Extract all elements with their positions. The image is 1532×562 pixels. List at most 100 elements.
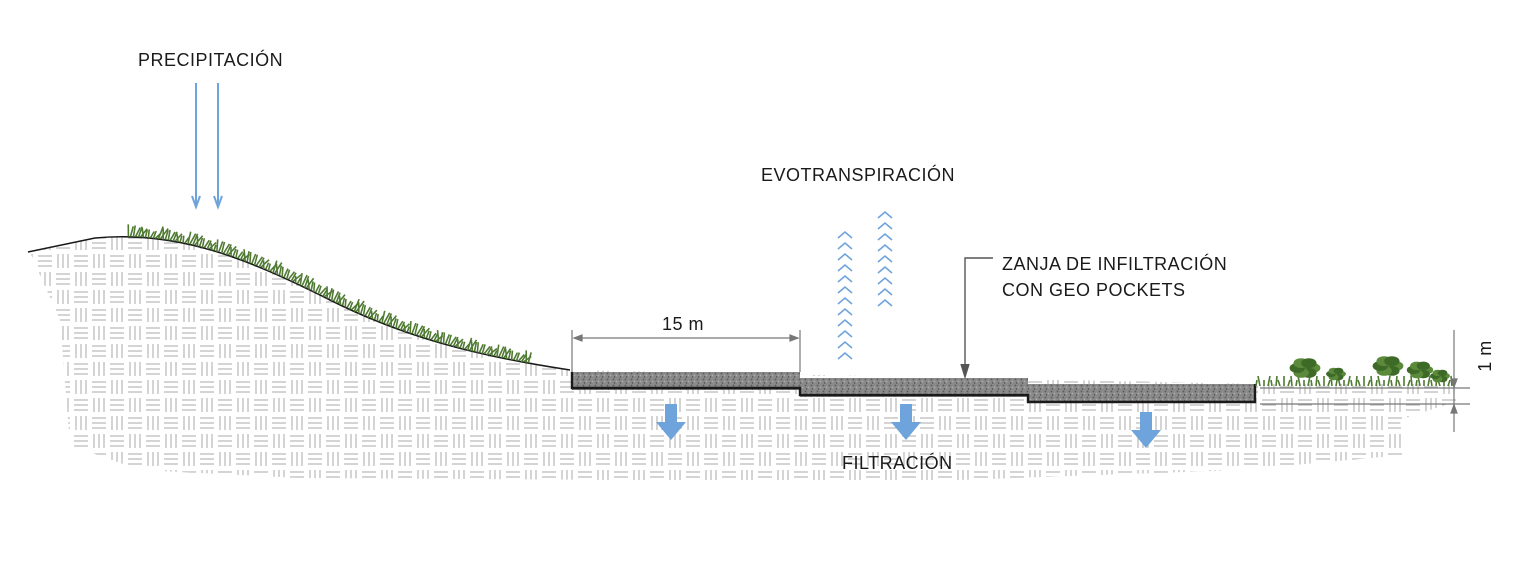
grass-blade [504, 348, 512, 360]
grass-blade [326, 286, 333, 299]
grass-blade [390, 316, 397, 328]
grass-blade [1355, 375, 1358, 387]
grass-blade [1427, 375, 1431, 387]
soil-mass [30, 236, 1460, 480]
grass-blade [243, 249, 250, 262]
evotranspiration-chevron [837, 252, 853, 261]
evotranspiration-chevron [837, 351, 853, 360]
grass-blade [344, 298, 352, 308]
evotranspiration-chevron [837, 285, 853, 294]
evotranspiration-chevron [877, 298, 893, 307]
shrub-leaf [1384, 356, 1400, 367]
grass-blade [423, 328, 430, 339]
grass-blade [210, 242, 217, 251]
grass-blade [491, 348, 498, 357]
grass-blade [335, 292, 346, 304]
grass-blade [262, 260, 270, 270]
grass-blade [1430, 379, 1433, 387]
grass-blade [1410, 375, 1413, 387]
grass-blade [452, 336, 464, 348]
filtration-label: FILTRACIÓN [842, 452, 953, 473]
evotranspiration-chevron [877, 276, 893, 285]
grass-blade [1277, 379, 1281, 387]
grass-blade [447, 334, 457, 346]
grass-blade [253, 254, 264, 266]
trench-gravel [572, 372, 1255, 403]
filtration-arrows [656, 404, 1161, 448]
grass-blade [399, 321, 411, 331]
trench-bottom-line [570, 372, 1257, 404]
grass-blade [1275, 375, 1278, 387]
right-vegetation [1255, 356, 1453, 387]
evotranspiration-chevron [837, 340, 853, 349]
grass-blade [370, 310, 378, 320]
width-dimension [571, 330, 801, 372]
grass-blade [258, 257, 270, 268]
trench-label-line1: ZANJA DE INFILTRACIÓN [1002, 253, 1227, 274]
grass-blade [486, 346, 498, 356]
grass-blade [1397, 379, 1401, 387]
evotranspiration-chevron [837, 241, 853, 250]
slope-grass [127, 224, 532, 363]
grass-blade [1390, 379, 1393, 387]
grass-blade [338, 295, 346, 306]
grass-blade [312, 282, 321, 293]
grass-blade [216, 239, 224, 253]
trench-leader [960, 257, 993, 380]
grass-blade [1327, 379, 1331, 387]
grass-blade [1287, 379, 1291, 387]
grass-blade [510, 350, 519, 361]
grass-blade [167, 229, 176, 241]
grass-blade [418, 325, 430, 338]
grass-blade [367, 307, 378, 319]
evotranspiration-arrows [837, 210, 893, 360]
grass-blade [1255, 379, 1258, 387]
grass-blade [1315, 375, 1318, 387]
grass-blade [162, 228, 169, 240]
trench-label-line2: CON GEO POCKETS [1002, 280, 1186, 300]
evotranspiration-chevron [877, 243, 893, 252]
grass-blade [403, 324, 410, 333]
evotranspiration-label: EVOTRANSPIRACIÓN [761, 164, 955, 185]
grass-blade [281, 266, 289, 278]
grass-blade [275, 263, 283, 276]
grass-blade [481, 344, 491, 355]
grass-blade [1350, 379, 1353, 387]
grass-blade [1357, 379, 1361, 387]
grass-blade [303, 275, 315, 289]
depth-dimension-label: 1 m [1475, 340, 1495, 372]
grass-blade [1270, 379, 1273, 387]
grass-blade [290, 272, 302, 282]
grass-blade [1317, 379, 1321, 387]
evotranspiration-chevron [837, 274, 853, 283]
grass-blade [220, 241, 231, 254]
grass-blade [141, 227, 149, 238]
evotranspiration-chevron [837, 318, 853, 327]
grass-blade [285, 269, 296, 280]
grass-blade [1295, 379, 1298, 387]
grass-blade [1347, 375, 1351, 387]
shrub-leaf [1301, 358, 1317, 369]
grass-blade [381, 310, 391, 324]
evotranspiration-chevron [877, 287, 893, 296]
evotranspiration-chevron [877, 221, 893, 230]
grass-blade [1290, 375, 1293, 387]
grass-blade [206, 240, 217, 250]
grass-blade [362, 305, 371, 316]
grass-blade [436, 330, 444, 343]
grass-blade [1267, 375, 1271, 387]
grass-blade [1367, 379, 1371, 387]
precipitation-arrows [191, 83, 223, 210]
grass-blade [182, 235, 190, 244]
shrub-leaf [1416, 361, 1430, 371]
grass-blade [515, 352, 525, 362]
grass-blade [1377, 375, 1381, 387]
shrub-leaf [1333, 367, 1344, 375]
grass-blade [187, 231, 197, 245]
grass-blade [132, 225, 141, 238]
grass-blade [476, 342, 484, 353]
grass-blade [192, 233, 204, 246]
evotranspiration-chevron [877, 254, 893, 263]
grass-blade [414, 323, 424, 336]
